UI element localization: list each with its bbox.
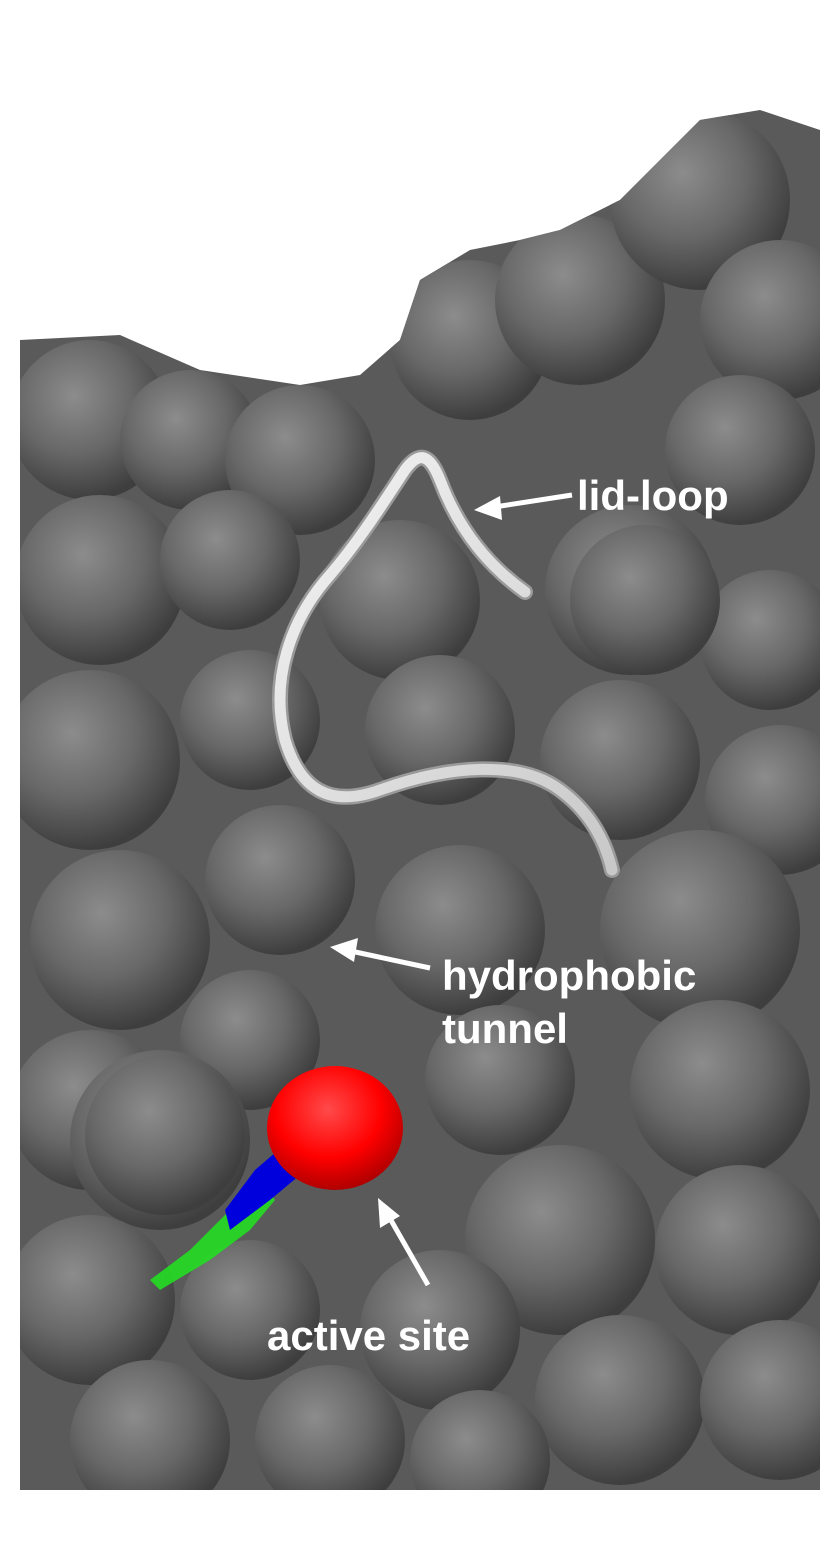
hydrophobic-tunnel-arrow — [345, 947, 431, 971]
lid-loop-label: lid-loop — [577, 472, 729, 519]
active-site-label: active site — [267, 1312, 470, 1359]
surface-atoms — [20, 110, 820, 1490]
lid-loop-arrow — [487, 492, 573, 511]
hydrophobic-tunnel-label-line2: tunnel — [442, 1005, 568, 1052]
active-site-ligand — [150, 1066, 403, 1290]
active-site-arrow — [385, 1213, 431, 1287]
annotation-arrows — [330, 492, 573, 1287]
hydrophobic-tunnel-label-line1: hydrophobic — [442, 952, 696, 999]
